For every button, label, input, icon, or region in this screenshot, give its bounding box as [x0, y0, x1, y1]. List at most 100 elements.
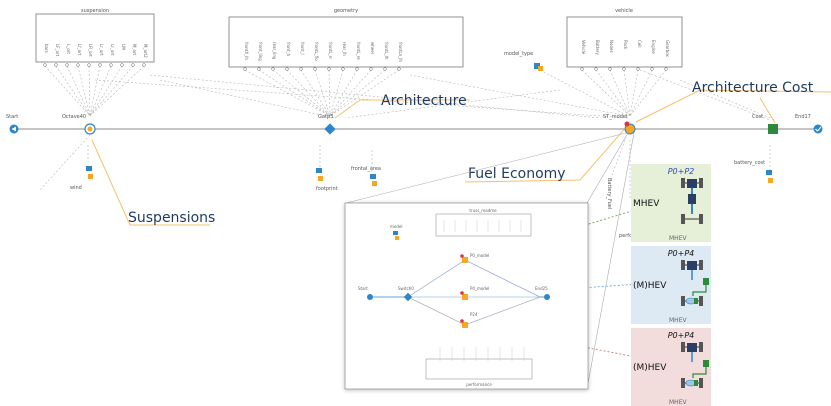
inset-switch-node[interactable]: [403, 292, 413, 302]
geometry-port-label: front_h: [286, 42, 291, 57]
wind-label: wind: [70, 185, 82, 191]
gatp-label: Gatp3: [318, 114, 333, 120]
geometry-port[interactable]: [257, 67, 261, 71]
suspension-port-label: LF_ort: [55, 44, 60, 57]
config-card-title: P0+P4: [668, 331, 695, 340]
start-node[interactable]: Start: [6, 114, 19, 134]
geometry-port-label: frontL_re: [356, 42, 361, 60]
geometry-port[interactable]: [397, 67, 401, 71]
geometry-block-title: geometry: [334, 8, 358, 14]
inset-model-label: model: [390, 224, 402, 229]
inset-model-node-p24[interactable]: P24: [460, 312, 478, 328]
vehicle-port[interactable]: [608, 67, 612, 71]
geometry-port-label: frontLn_lh: [398, 42, 403, 62]
vehicle-schematic-icon: [681, 260, 709, 306]
inset-subworkflow[interactable]: truss_readme performance Start Switch0 E…: [344, 202, 589, 390]
vehicle-port[interactable]: [650, 67, 654, 71]
config-card-label: (M)HEV: [633, 363, 667, 373]
config-card-label: (M)HEV: [633, 281, 667, 291]
inset-model-node-p0[interactable]: P0_model: [460, 253, 489, 263]
model-type-label: model_type: [504, 51, 533, 57]
inset-model-node-p4-label: P4_model: [470, 286, 489, 291]
geometry-port-label: frontL_lh: [384, 42, 389, 60]
battery-cost-node[interactable]: battery_cost: [734, 160, 773, 183]
geometry-port[interactable]: [271, 67, 275, 71]
geometry-port[interactable]: [327, 67, 331, 71]
configuration-cards: P0+P2MHEVMHEVP0+P4(M)HEVMHEVP0+P4(M)HEVM…: [631, 164, 711, 406]
vehicle-port[interactable]: [594, 67, 598, 71]
suspension-port[interactable]: [98, 63, 102, 67]
cost-node[interactable]: Cost: [752, 114, 778, 134]
suspension-port[interactable]: [131, 63, 135, 67]
inset-start-label: Start: [358, 286, 368, 291]
frontal-area-node[interactable]: frontal_area: [351, 166, 381, 186]
config-card[interactable]: P0+P4 (M)HEV MHEV: [631, 246, 711, 324]
geometry-port[interactable]: [299, 67, 303, 71]
config-card-footer: MHEV: [669, 235, 687, 242]
vehicle-port[interactable]: [580, 67, 584, 71]
vehicle-port-label: Cell: [637, 40, 642, 47]
suspension-port[interactable]: [65, 63, 69, 67]
footprint-node[interactable]: footprint: [316, 168, 338, 192]
suspension-port[interactable]: [76, 63, 80, 67]
suspension-port[interactable]: [109, 63, 113, 67]
suspension-port-label: L_ort: [66, 44, 71, 54]
octave-node[interactable]: Octave40: [62, 114, 96, 135]
suspension-port[interactable]: [43, 63, 47, 67]
suspension-port-label: Lr_ort: [99, 44, 104, 56]
suspension-port[interactable]: [142, 63, 146, 67]
suspension-port-label: LR_ort: [88, 44, 93, 57]
suspension-port-label: M_ort: [132, 44, 137, 56]
geometry-port[interactable]: [355, 67, 359, 71]
geometry-port[interactable]: [369, 67, 373, 71]
suspension-port[interactable]: [54, 63, 58, 67]
geometry-port-label: frontL_flo: [314, 42, 319, 61]
callout-lines: [91, 89, 831, 226]
vehicle-port-label: Pack: [623, 40, 628, 50]
architecture-cost-callout: Architecture Cost: [692, 80, 814, 96]
vehicle-schematic-icon: [681, 178, 703, 224]
geometry-port-label: front_ling: [258, 42, 263, 61]
geometry-port[interactable]: [341, 67, 345, 71]
vehicle-block-title: vehicle: [615, 8, 633, 14]
inset-end-label: End25: [535, 286, 548, 291]
config-card-footer: MHEV: [669, 317, 687, 324]
config-card-bg: [631, 328, 711, 406]
vehicle-port[interactable]: [636, 67, 640, 71]
geometry-port[interactable]: [313, 67, 317, 71]
start-label: Start: [6, 114, 18, 120]
vehicle-port[interactable]: [622, 67, 626, 71]
suspension-port-label: Lr_ort: [110, 44, 115, 56]
inset-end-node[interactable]: [544, 294, 550, 300]
geometry-port[interactable]: [243, 67, 247, 71]
vehicle-port-label: Battery: [595, 40, 600, 55]
st-model-node[interactable]: ST_model: [603, 114, 636, 135]
inset-start-node[interactable]: [367, 294, 373, 300]
vehicle-port-label: Nodes: [609, 40, 614, 53]
suspension-port[interactable]: [120, 63, 124, 67]
wind-node[interactable]: wind: [70, 166, 93, 191]
geometry-port-label: frontX_lh: [244, 42, 249, 60]
cost-label: Cost: [752, 114, 763, 120]
suspension-port[interactable]: [87, 63, 91, 67]
geometry-port[interactable]: [383, 67, 387, 71]
end-node[interactable]: End17: [795, 114, 823, 134]
inset-top-block-title: truss_readme: [469, 208, 497, 213]
zoom-lines: [345, 132, 635, 390]
config-card-bg: [631, 164, 711, 242]
geometry-port[interactable]: [285, 67, 289, 71]
config-card-title: P0+P4: [668, 249, 695, 258]
battery-fuel-label: Battery_Fuel: [606, 178, 612, 209]
config-card-title: P0+P2: [668, 167, 695, 176]
model-type-node[interactable]: model_type: [504, 51, 543, 71]
gatp-node[interactable]: Gatp3: [318, 114, 336, 135]
vehicle-schematic-icon: [681, 342, 709, 388]
inset-model-node-p4[interactable]: P4_model: [460, 286, 489, 300]
vehicle-port[interactable]: [664, 67, 668, 71]
